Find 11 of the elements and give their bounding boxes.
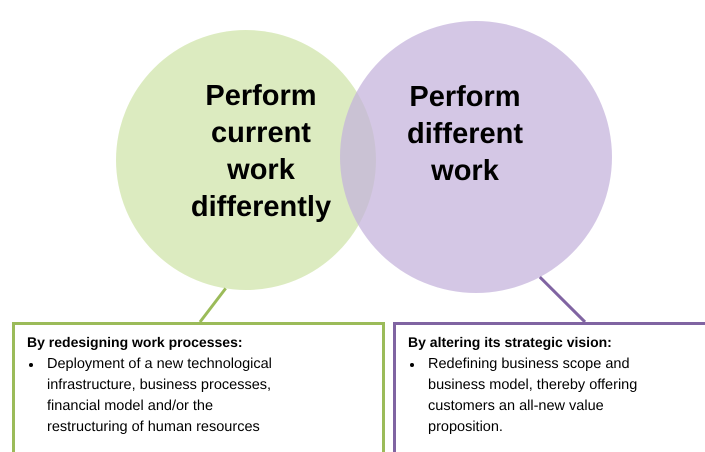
text-box — [12, 322, 385, 452]
connector-line — [538, 276, 586, 324]
text-box — [393, 322, 705, 452]
bullet-text: Deployment of a new technological infrastructure, business processes, financial model and/or the restructuring of human resources — [47, 355, 273, 437]
box-heading: By altering its strategic vision: — [408, 333, 613, 352]
circle-label: Perform different work — [406, 80, 524, 189]
circle-label: Perform current work differently — [190, 79, 332, 225]
connector-line — [198, 288, 227, 323]
box-heading: By redesigning work processes: — [27, 333, 244, 352]
venn-circle — [340, 21, 612, 293]
bullet-text: Redefining business scope and business model, thereby offering customers an all-new value proposition. — [428, 355, 638, 437]
